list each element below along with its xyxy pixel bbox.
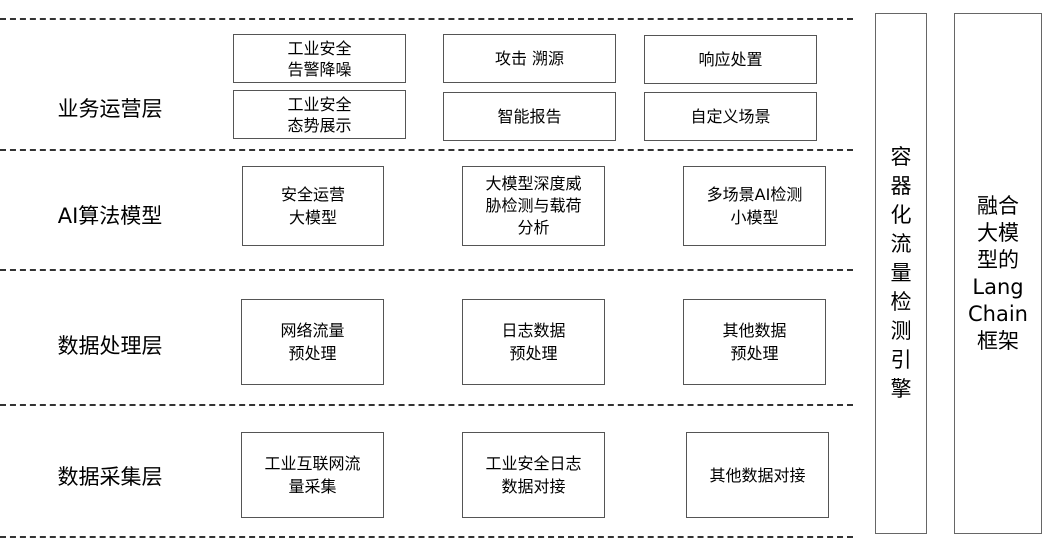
box-alert-noise-reduction: 工业安全 告警降噪 <box>233 34 406 83</box>
box-industrial-log-integration: 工业安全日志 数据对接 <box>462 432 605 518</box>
layer-divider <box>0 149 853 151</box>
layer-divider <box>0 404 853 406</box>
box-custom-scene: 自定义场景 <box>644 92 817 141</box>
layer-divider <box>0 18 853 20</box>
box-log-data-preprocess: 日志数据 预处理 <box>462 299 605 385</box>
box-other-data-integration: 其他数据对接 <box>686 432 829 518</box>
box-other-data-preprocess: 其他数据 预处理 <box>683 299 826 385</box>
panel-text: 融合 大模 型的 Lang Chain 框架 <box>968 193 1028 353</box>
layer-divider <box>0 536 853 538</box>
box-iiot-traffic-collection: 工业互联网流 量采集 <box>241 432 384 518</box>
layer-divider <box>0 269 853 271</box>
layer-label-data-collection: 数据采集层 <box>57 465 163 489</box>
panel-langchain-framework: 融合 大模 型的 Lang Chain 框架 <box>954 13 1042 534</box>
panel-containerized-traffic-engine: 容 器 化 流 量 检 测 引 擎 <box>875 13 927 534</box>
panel-text: 容 器 化 流 量 检 测 引 擎 <box>890 145 912 401</box>
box-response-handling: 响应处置 <box>644 35 817 84</box>
box-network-traffic-preprocess: 网络流量 预处理 <box>241 299 384 385</box>
box-llm-threat-detection: 大模型深度威 胁检测与载荷 分析 <box>462 166 605 246</box>
layer-label-ai-models: AI算法模型 <box>57 204 163 228</box>
box-security-ops-llm: 安全运营 大模型 <box>242 166 384 246</box>
box-situation-display: 工业安全 态势展示 <box>233 90 406 139</box>
box-attack-tracing: 攻击 溯源 <box>443 34 616 83</box>
box-smart-report: 智能报告 <box>443 92 616 141</box>
layer-label-business-ops: 业务运营层 <box>57 97 163 121</box>
box-multi-scene-ai-small-model: 多场景AI检测 小模型 <box>683 166 826 246</box>
layer-label-data-processing: 数据处理层 <box>57 334 163 358</box>
